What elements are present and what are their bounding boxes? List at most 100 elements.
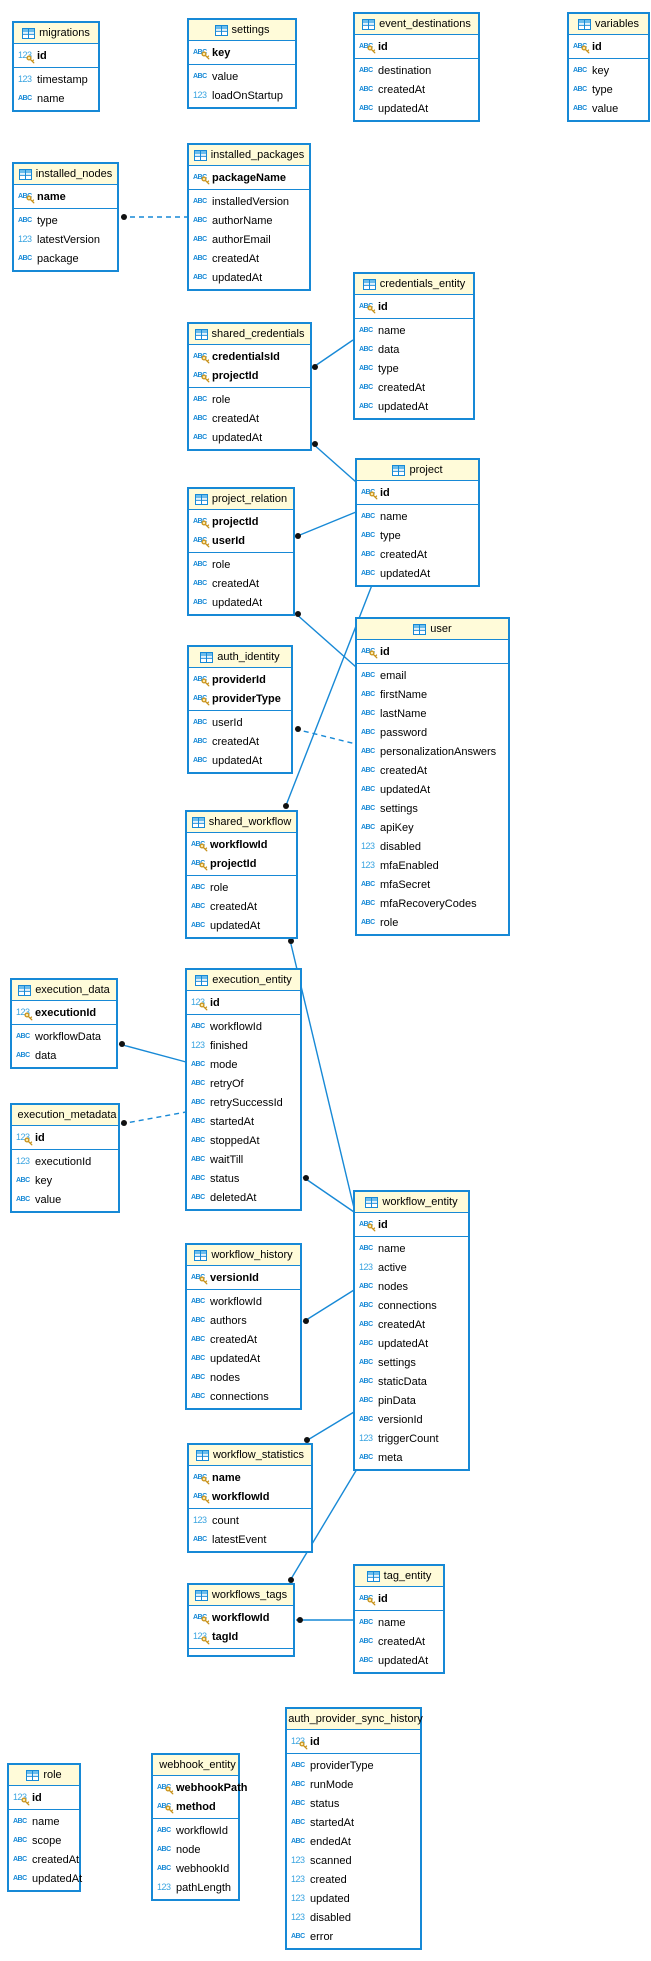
- relation-line-workflow_history-workflow_entity[interactable]: [302, 1289, 355, 1323]
- relation-line-shared_credentials-credentials_entity[interactable]: [311, 339, 354, 369]
- relation-line-project_relation-user[interactable]: [294, 612, 357, 668]
